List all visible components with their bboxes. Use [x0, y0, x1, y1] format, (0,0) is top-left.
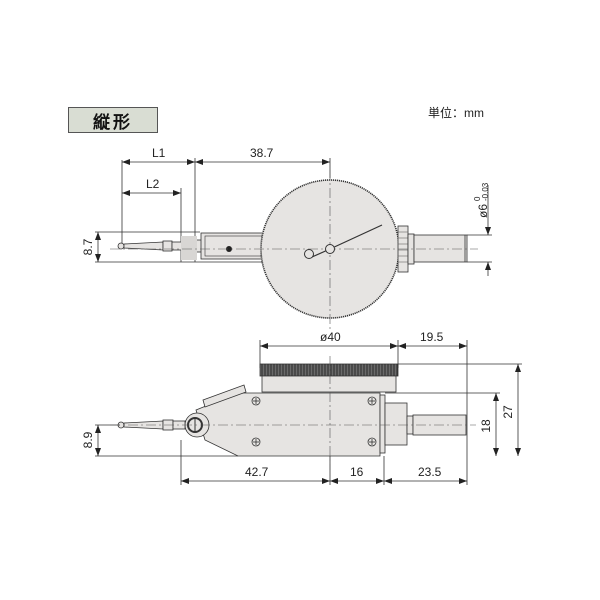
dim-stem-extension: 19.5 [420, 330, 444, 344]
dim-contact-height-front: 8.7 [81, 238, 95, 255]
dim-stem-diameter: ø6 0 -0.03 [473, 182, 490, 218]
dim-l2: L2 [146, 177, 160, 191]
dim-contact-height-side: 8.9 [81, 431, 95, 448]
unit-label: 単位：mm [428, 106, 484, 120]
svg-text:ø6: ø6 [476, 204, 490, 218]
dim-l1: L1 [152, 146, 166, 160]
front-view: L1 38.7 L2 8.7 [81, 146, 492, 330]
dim-center-to-back: 16 [350, 465, 364, 479]
svg-text:-0.03: -0.03 [481, 182, 490, 201]
svg-text:0: 0 [473, 196, 482, 201]
dim-body-height: 18 [479, 419, 493, 433]
view-label-vertical-type: 縦形 [68, 107, 158, 133]
side-view: ø40 19.5 27 18 [81, 330, 522, 485]
dim-stem-length: 23.5 [418, 465, 442, 479]
dim-total-height: 27 [501, 405, 515, 419]
dim-bezel-diameter: ø40 [320, 330, 341, 344]
dim-dial-offset: 38.7 [250, 146, 274, 160]
dim-body-length: 42.7 [245, 465, 269, 479]
